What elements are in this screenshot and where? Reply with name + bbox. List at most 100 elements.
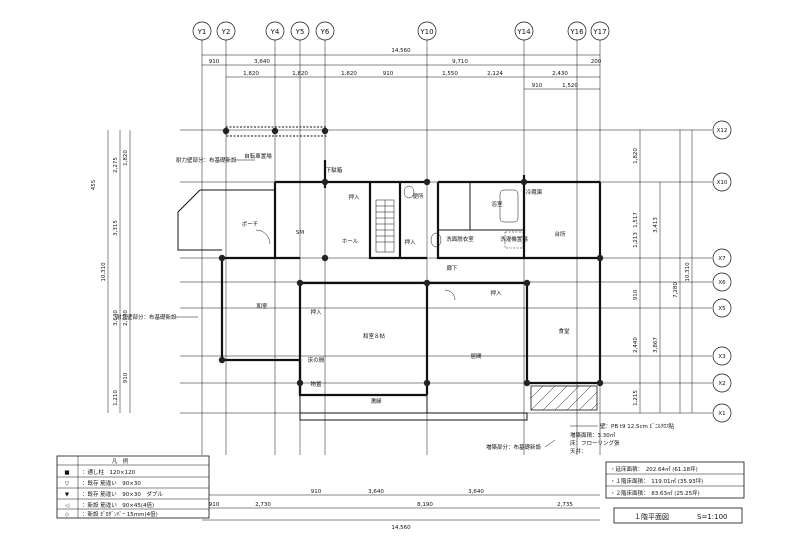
bath-partition: [438, 182, 524, 231]
bath-wall: [436, 182, 524, 260]
left-dim-a1: 2,275: [113, 157, 119, 173]
axis-label-y4: Y4: [270, 28, 280, 36]
left-dimensions: 10,310 2,275 3,315 3,640 1,210 1,820 455…: [91, 130, 131, 413]
room-bicycle: 自転車置場: [244, 152, 272, 160]
room-toilet: 便所: [412, 192, 424, 200]
top-dim-overall: 14,560: [391, 48, 411, 54]
note-seismic-2: 耐力壁部分：布基礎新設: [116, 313, 177, 321]
left-dim-a2: 3,315: [113, 220, 119, 236]
left-dim-b4: 910: [123, 372, 129, 383]
axis-label-x7: X7: [718, 256, 726, 262]
area-summary: ・延床面積： 202.64㎡ (61.18坪) ・１階床面積： 119.01㎡ …: [605, 461, 745, 499]
toilet-fixture: [430, 232, 442, 248]
axis-label-y6: Y6: [320, 28, 330, 36]
axis-label-y16: Y16: [569, 28, 584, 36]
axis-label-x6: X6: [718, 280, 726, 286]
porch-outline: [177, 189, 275, 251]
right-dim-a5: 2,440: [633, 337, 639, 353]
room-bath: 浴室: [491, 200, 503, 208]
top-dimensions: 14,560 910 3,640 9,710 200 1,820 1,820 1…: [202, 48, 602, 90]
area-total: ・延床面積： 202.64㎡ (61.18坪): [610, 465, 698, 473]
room-living: 居間: [470, 353, 482, 360]
legend-text-5: ：新設 ｾﾞﾛﾀﾞﾝﾊﾟｰ 15mm(4倍): [82, 510, 158, 518]
area-first: ・１階床面積： 119.01㎡ (35.93坪): [610, 477, 703, 485]
drawing-scale: S=1:100: [697, 513, 727, 521]
legend: 凡 例 ■ ：通し柱 120×120 ▽ ：既存 筋違い 90×30 ▼ ：既存…: [56, 455, 210, 519]
note-seismic-1: 耐力壁部分：布基礎新設: [176, 156, 237, 164]
top-dim-13: 1,520: [562, 83, 578, 89]
legend-text-1: ：通し柱 120×120: [82, 468, 136, 476]
axis-bubble-x12: [712, 120, 732, 140]
axis-bubble-y16: [567, 21, 587, 41]
right-dim-b2: 7,280: [673, 282, 679, 298]
right-dim-a4: 910: [633, 289, 639, 300]
door-swing-entrance: [255, 229, 271, 245]
room-porch: ポーチ: [242, 221, 259, 228]
legend-text-4: ：新設 筋違い 90×45(4倍): [82, 501, 154, 509]
axis-bubble-x5: [712, 298, 732, 318]
axis-label-y10: Y10: [419, 28, 433, 36]
room-tatami: 和室: [256, 302, 268, 310]
bathtub: [499, 189, 519, 223]
staircase: [375, 199, 395, 253]
legend-text-3: ：既存 筋違い 90×30 ダブル: [82, 490, 163, 498]
toilet-fixture-2: [403, 185, 415, 199]
room-kitchen: 台所: [554, 230, 566, 238]
top-dim-10: 2,124: [487, 71, 503, 77]
bottom-dim-7: 2,735: [557, 502, 573, 508]
west-wall: [220, 256, 302, 395]
note-floor: 床：フローリング張: [570, 439, 620, 447]
top-dim-7: 1,820: [341, 71, 357, 77]
axis-bubble-y14: [514, 21, 534, 41]
room-storage2: 物置: [310, 380, 322, 388]
top-dim-3: 9,710: [452, 59, 468, 65]
axis-label-y2: Y2: [221, 28, 231, 36]
axis-bubble-x1: [712, 403, 732, 423]
veranda-outline: [299, 412, 528, 421]
axis-bubble-x6: [712, 272, 732, 292]
axis-bubble-x10: [712, 172, 732, 192]
top-axis-bubbles: Y1 Y2 Y4 Y5 Y6 Y10 Y14 Y16 Y17: [192, 21, 610, 455]
top-dim-4: 200: [591, 59, 602, 65]
axis-bubble-y6: [315, 21, 335, 41]
room-veranda: 濡縁: [370, 397, 382, 405]
addition-hatch: [530, 385, 598, 411]
bottom-dim-1: 910: [311, 489, 322, 495]
right-dim-a6: 1,215: [633, 390, 639, 406]
room-shoebox: 下駄箱: [326, 166, 343, 174]
top-dim-9: 1,550: [442, 71, 458, 77]
right-dim-b3: 3,867: [653, 337, 659, 353]
room-hall: ホール: [342, 238, 359, 245]
drawing-title: １階平面図: [634, 512, 669, 521]
legend-sym-2: ▽: [65, 481, 70, 487]
axis-label-y5: Y5: [295, 28, 305, 36]
right-dim-a1: 1,820: [633, 148, 639, 164]
legend-text-2: ：既存 筋違い 90×30: [82, 479, 141, 487]
room-storage: SM: [296, 230, 304, 236]
left-dim-b2: 455: [91, 179, 97, 190]
axis-label-y17: Y17: [592, 28, 606, 36]
top-dim-12: 910: [532, 83, 543, 89]
bottom-dimensions: 910 3,640 3,640 910 2,730 8,190 2,735 14…: [202, 489, 600, 531]
title-block: １階平面図 S=1:100: [613, 507, 743, 524]
right-dim-overall: 10,310: [685, 262, 691, 282]
left-dim-b1: 1,820: [123, 150, 129, 166]
right-dim-a2: 1,517: [633, 212, 639, 228]
axis-bubble-x3: [712, 346, 732, 366]
area-second: ・２階床面積： 83.63㎡ (25.25坪): [610, 489, 700, 497]
right-dim-b1: 3,413: [653, 217, 659, 233]
top-dim-5: 1,820: [243, 71, 259, 77]
legend-sym-5: ◇: [65, 512, 70, 518]
axis-bubble-x7: [712, 248, 732, 268]
veranda-posts: [299, 395, 428, 413]
axis-bubble-y17: [590, 21, 610, 41]
axis-label-x2: X2: [718, 381, 725, 387]
note-floor-spec: 増築面積：3.30㎡: [570, 431, 616, 439]
room-oshiire-2: 押入: [404, 238, 416, 246]
note-seismic-3: 増築部分：布基礎新設: [486, 443, 542, 451]
door-swing-hall: [444, 289, 456, 301]
bottom-dim-2: 3,640: [368, 489, 384, 495]
axis-label-y14: Y14: [516, 28, 531, 36]
bottom-dim-6: 8,190: [417, 502, 433, 508]
